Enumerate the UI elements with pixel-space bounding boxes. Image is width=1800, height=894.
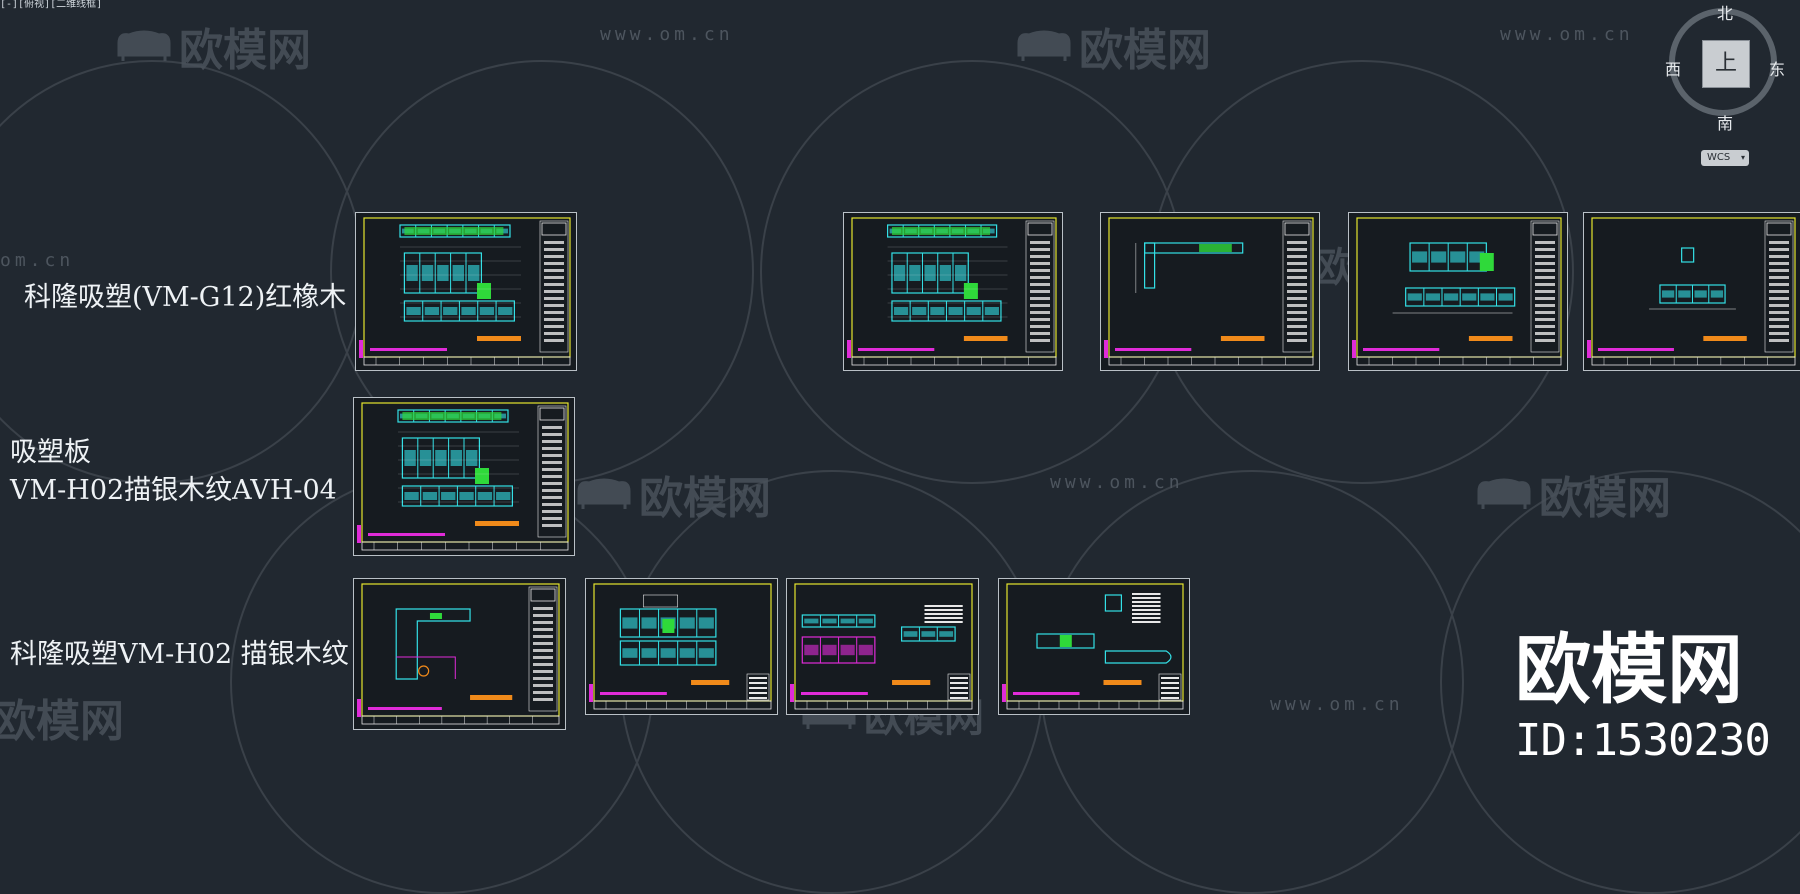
row-label-blister-board: 吸塑板 — [10, 437, 91, 468]
cad-drawing — [359, 217, 571, 366]
cad-sheet-5[interactable] — [1583, 212, 1800, 371]
compass-east[interactable]: 东 — [1769, 60, 1786, 79]
wcs-menu[interactable]: WCS ▾ — [1701, 150, 1749, 166]
compass-west[interactable]: 西 — [1665, 60, 1682, 79]
cad-sheet-2[interactable] — [843, 212, 1063, 371]
cad-drawing — [1352, 217, 1562, 366]
sofa-icon — [577, 478, 631, 509]
sofa-icon — [1017, 30, 1071, 61]
watermark-url: www.om.cn — [1050, 472, 1184, 493]
cad-sheet-9[interactable] — [786, 578, 979, 715]
compass-north[interactable]: 北 — [1717, 4, 1734, 23]
cad-sheet-1[interactable] — [355, 212, 577, 371]
cad-drawing — [847, 217, 1057, 366]
cad-drawing — [790, 583, 973, 710]
wcs-label: WCS — [1707, 152, 1731, 163]
cad-drawing — [357, 583, 560, 725]
chevron-down-icon: ▾ — [1740, 153, 1745, 162]
brand-id: ID:1530230 — [1515, 715, 1771, 766]
brand-logo-text: 欧模网 — [1515, 625, 1743, 714]
cad-sheet-8[interactable] — [585, 578, 778, 715]
watermark-url: om.cn — [0, 250, 75, 271]
cad-sheet-3[interactable] — [1100, 212, 1320, 371]
compass-south[interactable]: 南 — [1717, 114, 1734, 133]
row-label-vm-h02: 科隆吸塑VM-H02 描银木纹 — [10, 639, 349, 670]
row-label-red-oak: 科隆吸塑(VM-G12)红橡木 — [24, 282, 347, 313]
watermark-url: www.om.cn — [1270, 694, 1404, 715]
viewcube-top-face[interactable]: 上 — [1702, 40, 1750, 88]
viewport-label[interactable]: [-][俯视][二维线框] — [0, 0, 103, 10]
sofa-icon — [117, 30, 171, 61]
row-label-vm-h02-avh04: VM-H02描银木纹AVH-04 — [10, 475, 337, 506]
watermark-logo: 欧模网 — [575, 462, 771, 526]
compass-ring[interactable] — [1669, 8, 1777, 116]
watermark-arc — [0, 60, 364, 484]
cad-drawing — [589, 583, 772, 710]
cad-drawing — [1587, 217, 1796, 366]
cad-sheet-4[interactable] — [1348, 212, 1568, 371]
viewcube-compass[interactable]: 北 南 东 西 上 — [1665, 0, 1785, 150]
watermark-logo: 欧模网 — [1475, 462, 1671, 526]
watermark-logo: 欧模网 — [1015, 14, 1211, 78]
cad-sheet-7[interactable] — [353, 578, 566, 730]
cad-drawing — [357, 402, 569, 551]
cad-sheet-10[interactable] — [998, 578, 1190, 715]
watermark-url: www.om.cn — [600, 24, 734, 45]
sofa-icon — [1477, 478, 1531, 509]
watermark-url: www.om.cn — [1500, 24, 1634, 45]
watermark-logo: 欧模网 — [0, 696, 124, 747]
watermark-logo: 欧模网 — [115, 14, 311, 78]
cad-drawing — [1002, 583, 1184, 710]
cad-drawing — [1104, 217, 1314, 366]
cad-sheet-6[interactable] — [353, 397, 575, 556]
